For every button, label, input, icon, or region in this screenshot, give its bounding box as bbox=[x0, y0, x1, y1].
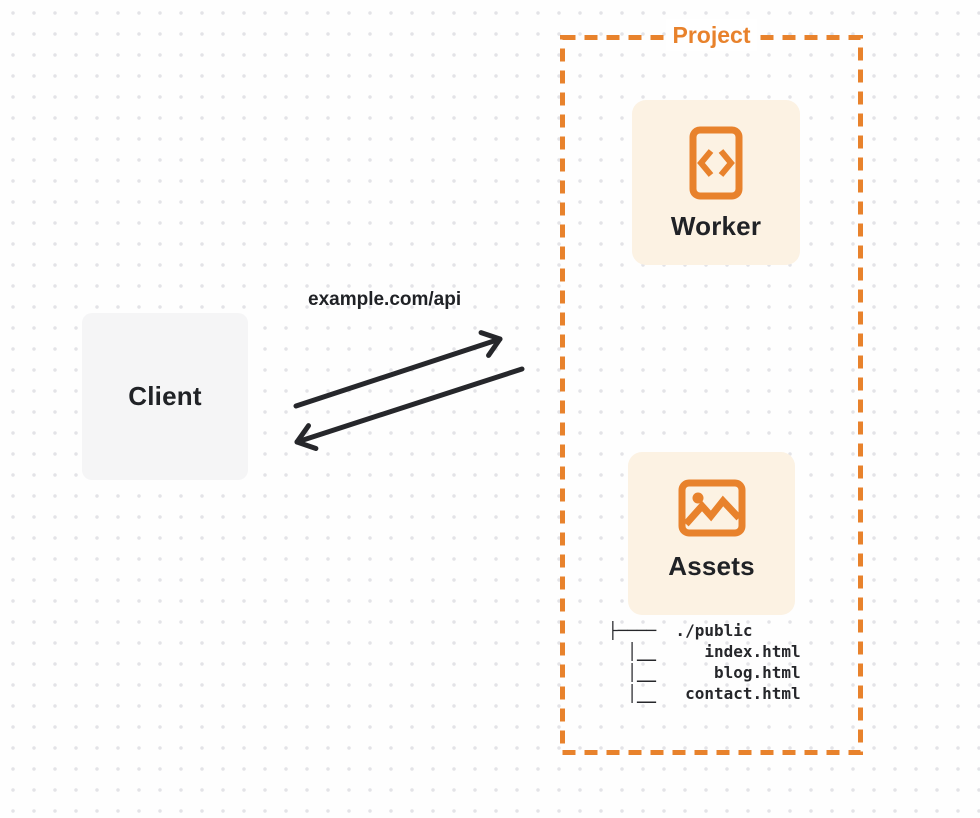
code-file-icon bbox=[689, 126, 743, 200]
request-url-label: example.com/api bbox=[308, 289, 462, 310]
file-tree-root: ├──── ./public bbox=[608, 621, 753, 640]
file-tree-item-contact: │__ contact.html bbox=[608, 684, 801, 703]
file-tree: ├──── ./public │__ index.html │__ blog.h… bbox=[608, 620, 801, 704]
request-arrow bbox=[293, 330, 503, 409]
response-arrow bbox=[294, 366, 525, 451]
assets-node-label: Assets bbox=[668, 551, 755, 581]
worker-node: Worker bbox=[632, 100, 800, 265]
file-tree-item-blog: │__ blog.html bbox=[608, 663, 801, 682]
client-node: Client bbox=[82, 313, 248, 480]
assets-node: Assets bbox=[628, 452, 795, 615]
client-node-label: Client bbox=[128, 381, 202, 411]
project-container: Project Worker Assets ├──── ./public │__… bbox=[560, 19, 863, 755]
worker-node-label: Worker bbox=[670, 211, 762, 241]
image-icon bbox=[678, 479, 745, 537]
file-tree-item-index: │__ index.html bbox=[608, 642, 801, 661]
project-label: Project bbox=[665, 19, 758, 51]
